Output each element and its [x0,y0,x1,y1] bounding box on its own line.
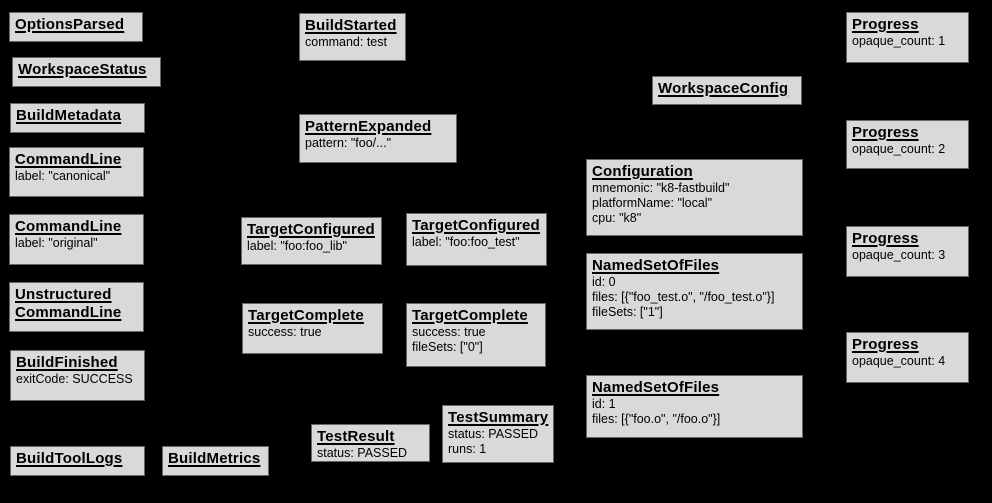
node-field: platformName: "local" [592,196,713,210]
node-progress-4: Progress opaque_count: 4 [846,332,969,383]
node-title: BuildToolLogs [16,450,123,467]
node-field: command: test [305,35,387,49]
node-options-parsed: OptionsParsed [9,12,143,42]
node-title: WorkspaceConfig [658,80,789,97]
node-field: status: PASSED [317,446,408,460]
node-title: Progress [852,336,919,353]
node-target-complete-test: TargetComplete success: true fileSets: [… [406,303,546,367]
node-command-line-canonical: CommandLine label: "canonical" [9,147,144,197]
node-progress-1: Progress opaque_count: 1 [846,12,969,63]
node-title: TargetComplete [248,307,364,324]
node-field: status: PASSED [448,427,539,441]
node-build-started: BuildStarted command: test [299,13,406,61]
node-field: fileSets: ["1"] [592,305,663,319]
node-title: NamedSetOfFiles [592,257,720,274]
node-title: OptionsParsed [15,16,125,33]
node-target-configured-lib: TargetConfigured label: "foo:foo_lib" [241,217,382,265]
node-title: Progress [852,16,919,33]
node-build-tool-logs: BuildToolLogs [10,446,145,476]
node-title: Progress [852,230,919,247]
node-field: files: [{"foo_test.o", "/foo_test.o"}] [592,290,775,304]
node-build-metadata: BuildMetadata [10,103,145,133]
node-field: label: "foo:foo_lib" [247,239,347,253]
node-field: runs: 1 [448,442,487,456]
node-build-metrics: BuildMetrics [162,446,269,476]
node-field: label: "foo:foo_test" [412,235,520,249]
node-title: TestResult [317,428,395,445]
node-title: Configuration [592,163,693,180]
node-title: Unstructured [15,286,112,303]
node-field: id: 0 [592,275,616,289]
node-pattern-expanded: PatternExpanded pattern: "foo/..." [299,114,457,163]
node-title: Progress [852,124,919,141]
node-field: success: true [248,325,322,339]
node-field: opaque_count: 1 [852,34,946,48]
node-field: label: "canonical" [15,169,111,183]
node-title: NamedSetOfFiles [592,379,720,396]
node-test-result: TestResult status: PASSED [311,424,430,462]
node-title: CommandLine [15,218,122,235]
node-title: TestSummary [448,409,549,426]
node-title: CommandLine [15,304,122,321]
node-title: PatternExpanded [305,118,432,135]
node-field: id: 1 [592,397,616,411]
node-command-line-original: CommandLine label: "original" [9,214,144,265]
node-field: label: "original" [15,236,98,250]
node-progress-3: Progress opaque_count: 3 [846,226,969,277]
node-field: success: true [412,325,486,339]
node-title: BuildFinished [16,354,118,371]
node-title: TargetConfigured [247,221,375,238]
node-workspace-config: WorkspaceConfig [652,76,802,105]
node-title: TargetConfigured [412,217,540,234]
node-progress-2: Progress opaque_count: 2 [846,120,969,169]
node-unstructured-command-line: Unstructured CommandLine [9,282,144,332]
node-title: WorkspaceStatus [18,61,147,78]
node-title: BuildStarted [305,17,397,34]
node-build-finished: BuildFinished exitCode: SUCCESS [10,350,145,401]
node-field: mnemonic: "k8-fastbuild" [592,181,730,195]
node-workspace-status: WorkspaceStatus [12,57,161,87]
node-field: opaque_count: 4 [852,354,946,368]
node-field: opaque_count: 3 [852,248,946,262]
node-title: BuildMetrics [168,450,261,467]
node-field: opaque_count: 2 [852,142,946,156]
node-target-complete-lib: TargetComplete success: true [242,303,383,354]
node-test-summary: TestSummary status: PASSED runs: 1 [442,405,554,463]
node-title: BuildMetadata [16,107,122,124]
node-title: TargetComplete [412,307,528,324]
node-field: files: [{"foo.o", "/foo.o"}] [592,412,721,426]
node-field: exitCode: SUCCESS [16,372,133,386]
node-title: CommandLine [15,151,122,168]
node-field: fileSets: ["0"] [412,340,483,354]
node-target-configured-test: TargetConfigured label: "foo:foo_test" [406,213,547,266]
node-named-set-of-files-1: NamedSetOfFiles id: 1 files: [{"foo.o", … [586,375,803,438]
node-field: cpu: "k8" [592,211,642,225]
node-configuration: Configuration mnemonic: "k8-fastbuild" p… [586,159,803,236]
node-named-set-of-files-0: NamedSetOfFiles id: 0 files: [{"foo_test… [586,253,803,330]
node-field: pattern: "foo/..." [305,136,392,150]
